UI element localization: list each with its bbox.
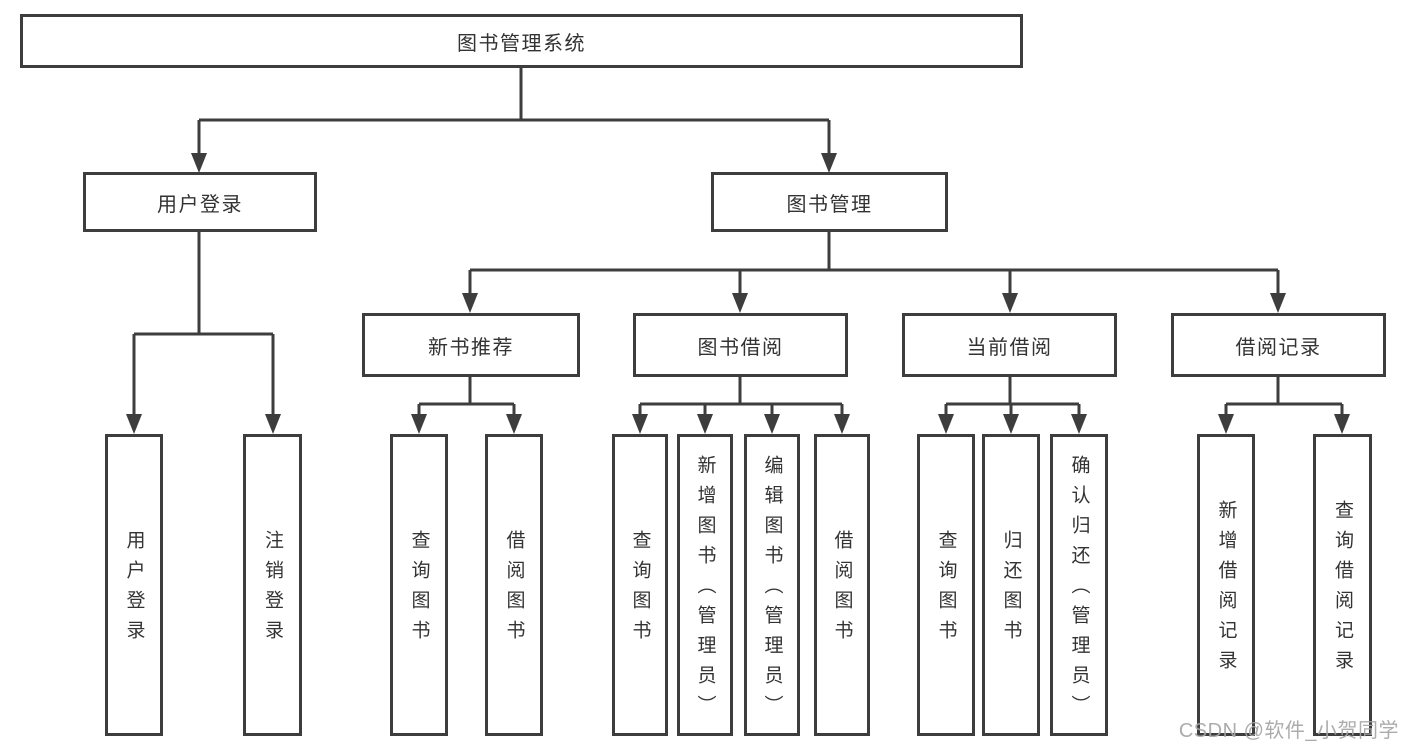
arrow-down-icon — [1003, 414, 1019, 434]
arrow-down-icon — [821, 153, 837, 173]
leaf-add-borrow-record: 新增借阅记录 — [1197, 434, 1255, 736]
leaf-label: 归还图书 — [1000, 530, 1022, 650]
arrow-down-icon — [1334, 414, 1350, 434]
arrow-down-icon — [126, 414, 142, 434]
leaf-borrow-book-borrowing: 借阅图书 — [814, 434, 870, 736]
tree-edges — [132, 68, 1344, 416]
leaf-query-book-recommend: 查询图书 — [390, 434, 448, 736]
leaf-edit-book-admin: 编辑图书（管理员） — [744, 434, 800, 736]
node-label: 用户登录 — [157, 193, 243, 216]
leaf-label: 注销登录 — [262, 530, 283, 650]
node-borrow-records: 借阅记录 — [1171, 313, 1386, 377]
node-label: 图书借阅 — [697, 336, 784, 359]
arrow-down-icon — [462, 293, 478, 313]
arrow-down-icon — [1270, 293, 1286, 313]
node-library-system: 图书管理系统 — [20, 14, 1023, 68]
arrow-down-icon — [1002, 293, 1018, 313]
node-book-borrowing: 图书借阅 — [633, 313, 848, 377]
leaf-label: 查询图书 — [629, 530, 651, 650]
node-current-borrowing: 当前借阅 — [902, 313, 1117, 377]
leaf-confirm-return-admin: 确认归还（管理员） — [1050, 434, 1108, 736]
leaf-label: 用户登录 — [123, 530, 145, 650]
leaf-label: 查询图书 — [935, 530, 957, 650]
leaf-label: 查询图书 — [408, 530, 430, 650]
leaf-label: 确认归还（管理员） — [1068, 455, 1090, 725]
leaf-label: 借阅图书 — [831, 530, 853, 650]
arrow-down-icon — [732, 293, 748, 313]
node-label: 图书管理系统 — [457, 32, 586, 55]
arrow-down-icon — [506, 414, 522, 434]
leaf-label: 编辑图书（管理员） — [761, 455, 783, 725]
arrow-down-icon — [834, 414, 850, 434]
arrow-down-icon — [632, 414, 648, 434]
leaf-label: 新增借阅记录 — [1215, 500, 1237, 680]
node-label: 图书管理 — [786, 193, 873, 216]
node-label: 新书推荐 — [428, 336, 514, 359]
arrow-down-icon — [191, 153, 207, 173]
arrow-down-icon — [411, 414, 427, 434]
leaf-label: 查询借阅记录 — [1332, 500, 1353, 680]
leaf-query-book-current: 查询图书 — [917, 434, 975, 736]
arrow-down-icon — [1071, 414, 1087, 434]
node-new-book-recommend: 新书推荐 — [362, 313, 580, 377]
node-label: 当前借阅 — [966, 336, 1053, 359]
leaf-query-borrow-record: 查询借阅记录 — [1313, 434, 1372, 736]
leaf-user-login: 用户登录 — [105, 434, 163, 736]
arrow-down-icon — [938, 414, 954, 434]
leaf-label: 借阅图书 — [503, 530, 525, 650]
leaf-query-book-borrowing: 查询图书 — [612, 434, 668, 736]
node-label: 借阅记录 — [1235, 336, 1322, 359]
arrow-down-icon — [265, 414, 281, 434]
arrowheads — [126, 153, 1350, 434]
leaf-return-book: 归还图书 — [982, 434, 1040, 736]
node-user-login: 用户登录 — [83, 172, 317, 232]
watermark: CSDN @软件_小贺同学 — [1178, 720, 1399, 742]
arrow-down-icon — [697, 414, 713, 434]
node-book-management: 图书管理 — [711, 172, 948, 232]
leaf-label: 新增图书（管理员） — [694, 455, 716, 725]
leaf-add-book-admin: 新增图书（管理员） — [677, 434, 733, 736]
leaf-borrow-book-recommend: 借阅图书 — [485, 434, 543, 736]
leaf-logout: 注销登录 — [243, 434, 302, 736]
arrow-down-icon — [764, 414, 780, 434]
arrow-down-icon — [1218, 414, 1234, 434]
